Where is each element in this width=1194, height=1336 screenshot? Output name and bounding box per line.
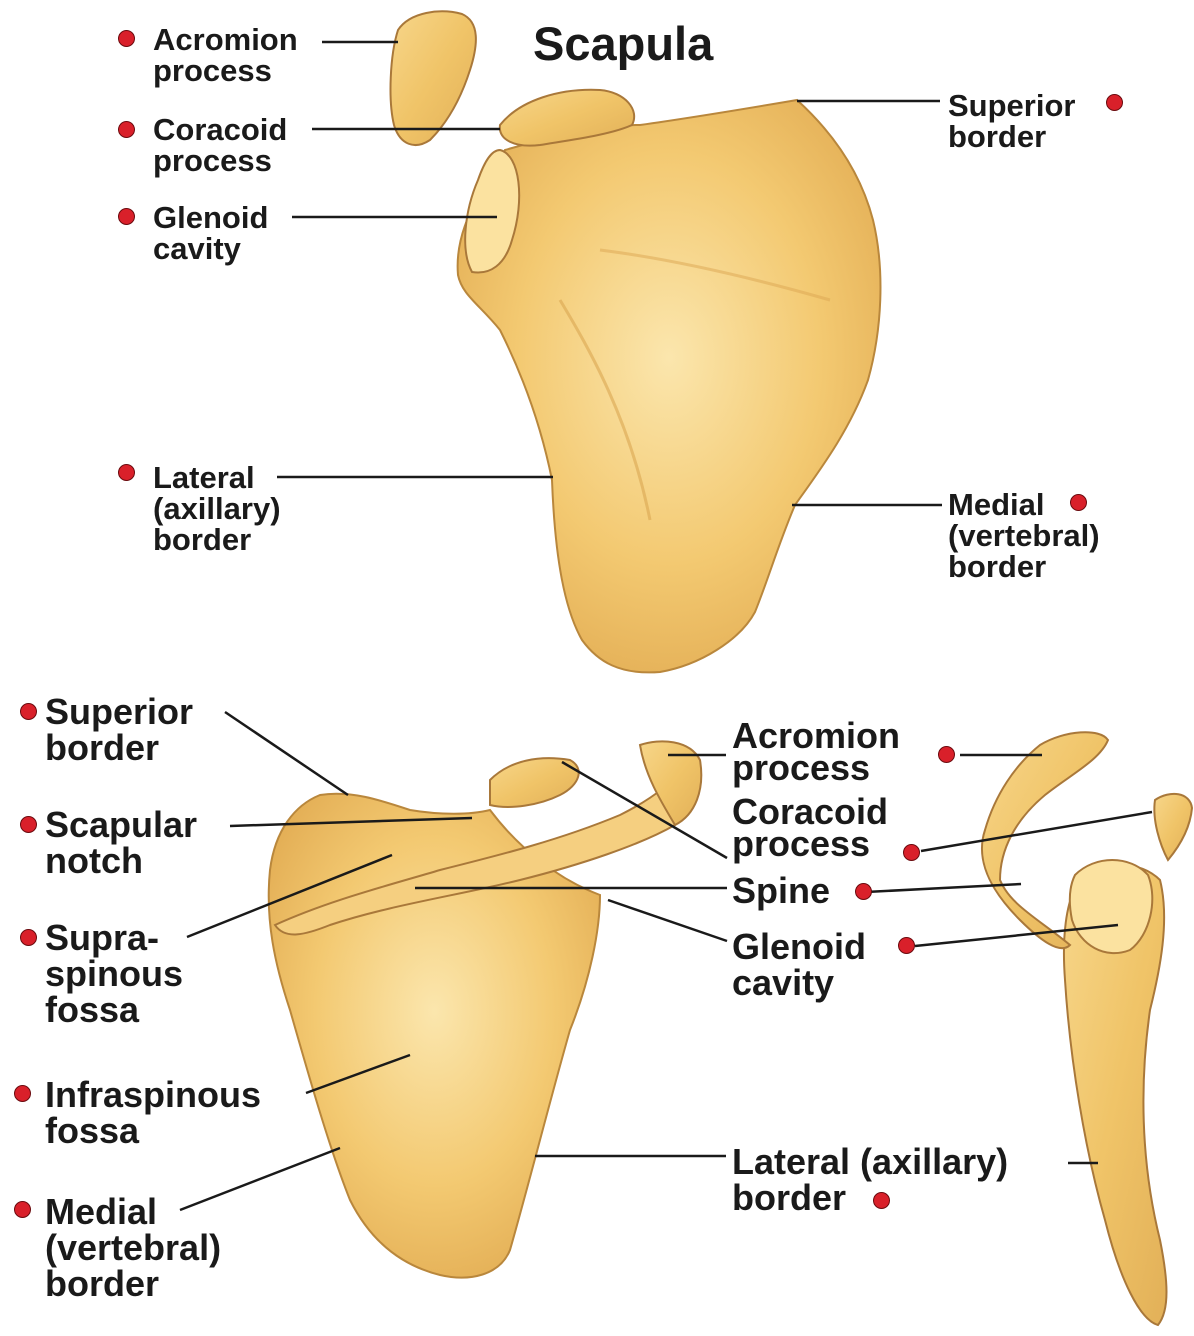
marker-dot <box>873 1192 890 1209</box>
label-bottom-medial-border: Medial(vertebral)border <box>45 1194 221 1302</box>
marker-dot <box>20 703 37 720</box>
leader-bottom-superior <box>225 712 348 795</box>
label-top-lateral-border: Lateral(axillary)border <box>153 462 281 555</box>
marker-dot <box>20 816 37 833</box>
label-bottom-spine: Spine <box>732 873 830 909</box>
leader-side-coracoid <box>921 812 1152 851</box>
marker-dot <box>118 30 135 47</box>
side-scapula-lateral <box>982 732 1192 1325</box>
label-top-medial-border: Medial(vertebral)border <box>948 489 1100 582</box>
leader-bottom-glenoid <box>608 900 727 941</box>
diagram-title: Scapula <box>533 16 713 71</box>
marker-dot <box>14 1201 31 1218</box>
side-glenoid <box>1070 860 1152 953</box>
side-coracoid <box>1154 794 1192 860</box>
marker-dot <box>1106 94 1123 111</box>
top-acromion <box>391 11 476 145</box>
marker-dot <box>118 464 135 481</box>
top-scapula <box>391 11 881 672</box>
marker-dot <box>938 746 955 763</box>
bottom-coracoid <box>490 758 579 807</box>
marker-dot <box>118 208 135 225</box>
label-bottom-lateral-border: Lateral (axillary)border <box>732 1144 1008 1216</box>
top-scapula-body <box>458 100 881 672</box>
marker-dot <box>20 929 37 946</box>
marker-dot <box>118 121 135 138</box>
marker-dot <box>898 937 915 954</box>
marker-dot <box>903 844 920 861</box>
marker-dot <box>855 883 872 900</box>
marker-dot <box>14 1085 31 1102</box>
